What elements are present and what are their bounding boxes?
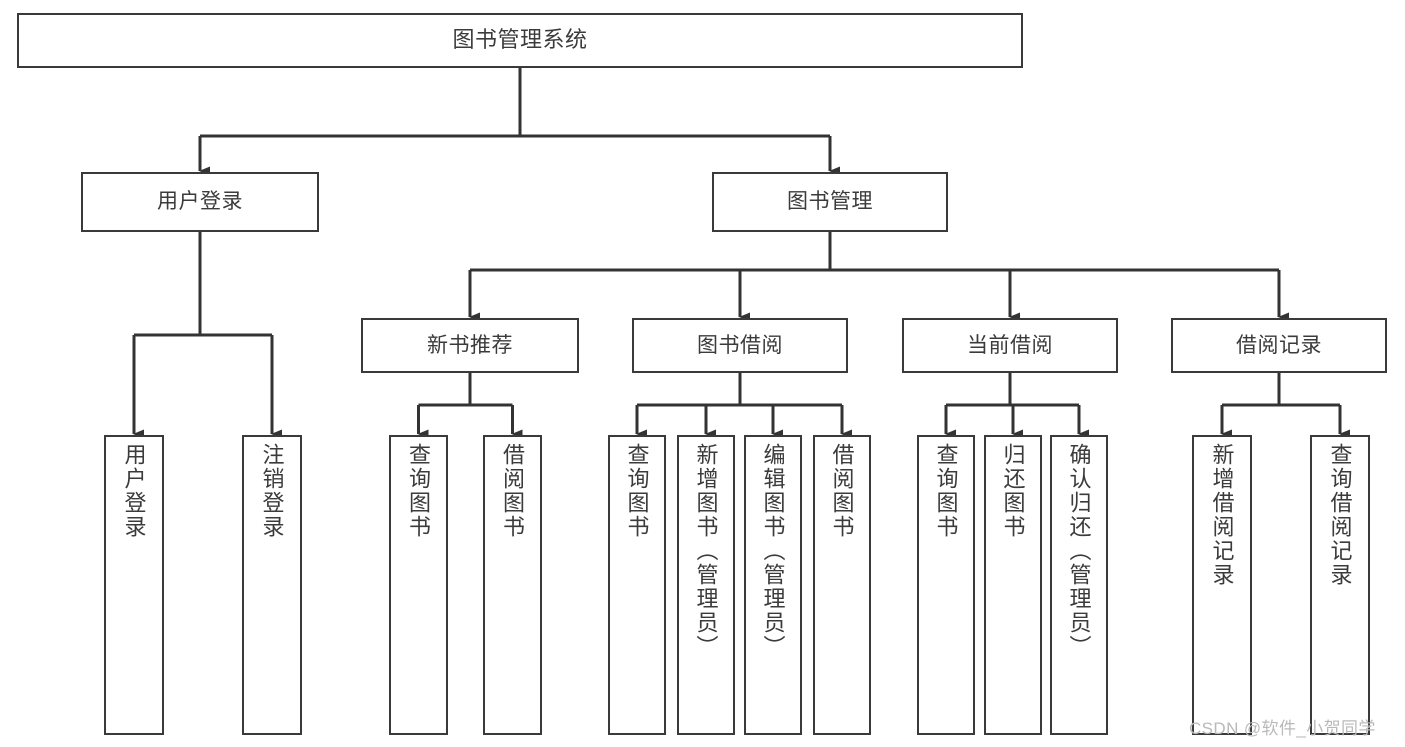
- node-leaf-current-query[interactable]: 查询图书: [917, 435, 975, 735]
- node-leaf-newbook-borrow[interactable]: 借阅图书: [483, 435, 542, 735]
- node-label: 查询借阅记录: [1327, 443, 1353, 587]
- node-label: 查询图书: [933, 443, 959, 539]
- node-leaf-borrow-add[interactable]: 新增图书（管理员）: [677, 435, 735, 735]
- node-leaf-borrow-edit[interactable]: 编辑图书（管理员）: [744, 435, 802, 735]
- node-leaf-current-return[interactable]: 归还图书: [984, 435, 1042, 735]
- watermark-text: CSDN @软件_小贺同学: [1189, 719, 1376, 738]
- node-leaf-record-add[interactable]: 新增借阅记录: [1192, 435, 1252, 735]
- node-label: 确认归还（管理员）: [1066, 443, 1092, 659]
- node-new-book-recommend[interactable]: 新书推荐: [361, 318, 579, 373]
- node-label: 新书推荐: [427, 333, 513, 357]
- node-label: 图书管理系统: [452, 27, 588, 53]
- node-label: 借阅图书: [500, 443, 526, 539]
- node-label: 新增借阅记录: [1209, 443, 1235, 587]
- node-label: 借阅图书: [829, 443, 855, 539]
- node-label: 借阅记录: [1236, 333, 1322, 357]
- node-book-borrow[interactable]: 图书借阅: [632, 318, 848, 373]
- node-leaf-record-query[interactable]: 查询借阅记录: [1310, 435, 1370, 735]
- node-label: 注销登录: [259, 443, 285, 539]
- node-label: 图书管理: [787, 190, 873, 214]
- node-book-manage[interactable]: 图书管理: [712, 172, 948, 232]
- node-label: 图书借阅: [697, 333, 783, 357]
- node-leaf-user-login[interactable]: 用户登录: [104, 435, 164, 735]
- node-root[interactable]: 图书管理系统: [17, 13, 1023, 68]
- node-leaf-current-confirm[interactable]: 确认归还（管理员）: [1050, 435, 1108, 735]
- node-leaf-user-logout[interactable]: 注销登录: [242, 435, 302, 735]
- node-borrow-record[interactable]: 借阅记录: [1171, 318, 1387, 373]
- node-label: 查询图书: [406, 443, 432, 539]
- node-leaf-borrow-borrow[interactable]: 借阅图书: [813, 435, 871, 735]
- node-label: 用户登录: [121, 443, 147, 539]
- node-label: 查询图书: [624, 443, 650, 539]
- node-label: 用户登录: [157, 190, 243, 214]
- node-leaf-newbook-query[interactable]: 查询图书: [389, 435, 448, 735]
- node-leaf-borrow-query[interactable]: 查询图书: [608, 435, 666, 735]
- node-label: 编辑图书（管理员）: [760, 443, 786, 659]
- node-label: 新增图书（管理员）: [693, 443, 719, 659]
- node-user-login[interactable]: 用户登录: [81, 172, 319, 232]
- node-label: 归还图书: [1000, 443, 1026, 539]
- node-label: 当前借阅: [967, 333, 1053, 357]
- node-current-borrow[interactable]: 当前借阅: [902, 318, 1118, 373]
